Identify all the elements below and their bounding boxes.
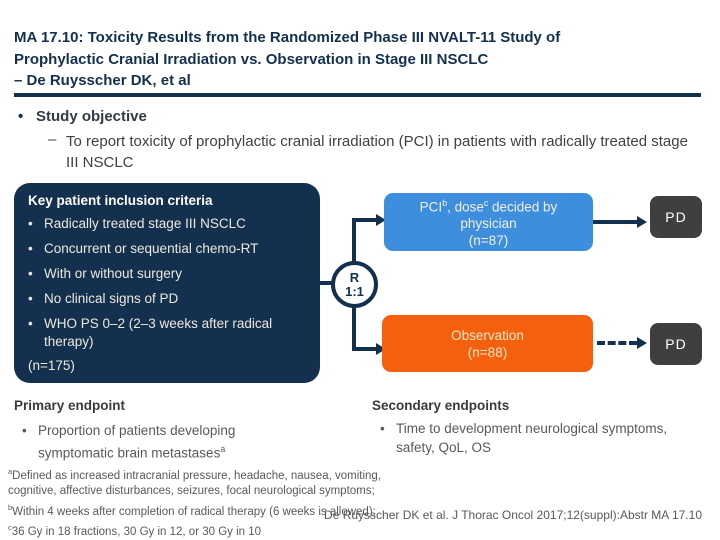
slide-title-line-2: Prophylactic Cranial Irradiation vs. Obs… — [14, 50, 489, 68]
bullet-marker: • — [380, 421, 385, 436]
primary-endpoint-bullet: • Proportion of patients developing symp… — [22, 421, 302, 463]
inclusion-criteria-text: Concurrent or sequential chemo-RT — [44, 241, 259, 256]
inclusion-criteria-item: • With or without surgery — [28, 265, 310, 283]
footnote-text: cognitive, affective disturbances, seizu… — [8, 485, 375, 498]
study-objective-detail: To report toxicity of prophylactic crani… — [66, 133, 688, 171]
bullet-marker: • — [28, 266, 33, 281]
inclusion-criteria-box: Key patient inclusion criteria • Radical… — [14, 183, 320, 383]
study-objective-detail-row: – To report toxicity of prophylactic cra… — [48, 131, 703, 173]
dash-marker: – — [48, 131, 57, 148]
dashed-arrow-observation-to-pd — [597, 341, 637, 345]
arrow-pci-to-pd — [593, 220, 639, 224]
pci-arm-line-2: physician — [460, 216, 517, 232]
observation-arm-box: Observation (n=88) — [382, 315, 593, 372]
pd-box-top: PD — [650, 196, 702, 238]
connector-up-vertical — [352, 218, 356, 264]
footnote-line: cognitive, affective disturbances, seizu… — [8, 484, 428, 500]
inclusion-criteria-item: • Radically treated stage III NSCLC — [28, 215, 310, 233]
footnote-text: Defined as increased intracranial pressu… — [12, 469, 382, 482]
footnote-marker-b: b — [8, 502, 13, 512]
secondary-endpoints-text: Time to development neurological symptom… — [396, 421, 668, 455]
pci-arm-box: PCIb, dosec decided by physician (n=87) — [384, 193, 593, 251]
footnote-text: Within 4 weeks after completion of radic… — [12, 505, 376, 518]
footnote-marker-c: c — [8, 523, 12, 533]
inclusion-criteria-list: • Radically treated stage III NSCLC • Co… — [28, 215, 310, 351]
randomization-r: R — [349, 269, 360, 285]
slide-title: MA 17.10: Toxicity Results from the Rand… — [14, 27, 706, 92]
pci-arm-text: decided by — [488, 199, 558, 215]
observation-arm-n: (n=88) — [467, 344, 508, 360]
primary-endpoint-footnote-ref: a — [220, 444, 226, 454]
citation-reference: De Ruysscher DK et al. J Thorac Oncol 20… — [324, 508, 702, 522]
primary-endpoint-text: Proportion of patients developing sympto… — [38, 421, 302, 463]
bullet-marker: • — [28, 216, 33, 231]
footnote-line: aDefined as increased intracranial press… — [8, 464, 428, 484]
inclusion-criteria-item: • Concurrent or sequential chemo-RT — [28, 240, 310, 258]
inclusion-criteria-text: With or without surgery — [44, 266, 183, 281]
arrowhead-to-pci — [376, 214, 386, 226]
title-divider — [14, 93, 701, 97]
footnote-marker-a: a — [8, 467, 13, 476]
pci-arm-text: PCI — [419, 199, 443, 215]
secondary-endpoints-heading: Secondary endpoints — [372, 398, 510, 413]
connector-down-vertical — [352, 305, 356, 351]
pci-footnote-ref-b: b — [442, 197, 448, 208]
bullet-marker: • — [28, 316, 33, 331]
slide-title-line-3: – De Ruysscher DK, et al — [14, 72, 191, 89]
inclusion-criteria-heading: Key patient inclusion criteria — [28, 193, 213, 208]
randomization-ratio: 1:1 — [345, 283, 364, 299]
footnote-text: 36 Gy in 18 fractions, 30 Gy in 12, or 3… — [11, 525, 262, 538]
observation-arm-label: Observation — [451, 327, 524, 343]
slide-title-line-1: MA 17.10: Toxicity Results from the Rand… — [14, 29, 561, 46]
footnote-line: c36 Gy in 18 fractions, 30 Gy in 12, or … — [8, 520, 428, 540]
arrowhead-pci-to-pd — [637, 216, 647, 228]
inclusion-criteria-item: • No clinical signs of PD — [28, 290, 310, 308]
pci-arm-line-1: PCIb, dosec decided by — [420, 195, 558, 216]
primary-endpoint-heading: Primary endpoint — [14, 398, 126, 413]
footnotes: aDefined as increased intracranial press… — [8, 464, 428, 540]
arrowhead-observation-to-pd — [637, 337, 647, 349]
study-objective-heading-row: • Study objective — [18, 108, 708, 125]
study-objective-heading: Study objective — [36, 108, 147, 125]
inclusion-criteria-text: No clinical signs of PD — [44, 291, 179, 306]
connector-down-horizontal — [352, 347, 378, 351]
pci-arm-text: , dose — [447, 199, 484, 215]
arrowhead-to-observation — [376, 343, 386, 355]
inclusion-criteria-text: Radically treated stage III NSCLC — [44, 216, 246, 231]
randomization-circle: R 1:1 — [331, 261, 378, 308]
pci-arm-n: (n=87) — [468, 233, 509, 249]
pd-box-bottom: PD — [650, 323, 702, 365]
inclusion-criteria-text: WHO PS 0–2 (2–3 weeks after radical ther… — [44, 316, 273, 349]
inclusion-criteria-n: (n=175) — [28, 358, 75, 373]
connector-box-to-circle — [318, 281, 333, 285]
connector-up-horizontal — [352, 218, 378, 222]
bullet-marker: • — [22, 423, 27, 438]
inclusion-criteria-item: • WHO PS 0–2 (2–3 weeks after radical th… — [28, 315, 310, 351]
footnote-line: bWithin 4 weeks after completion of radi… — [8, 500, 428, 520]
pci-footnote-ref-c: c — [483, 197, 489, 208]
bullet-marker: • — [28, 291, 33, 306]
bullet-marker: • — [28, 241, 33, 256]
secondary-endpoints-bullet: • Time to development neurological sympt… — [380, 419, 680, 457]
primary-endpoint-body: Proportion of patients developing sympto… — [38, 423, 236, 461]
bullet-marker: • — [18, 108, 24, 125]
